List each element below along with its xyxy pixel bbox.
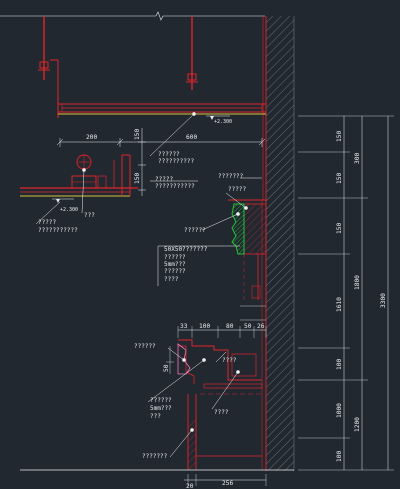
mid-dimension: 33 100 80 50 26 [177, 323, 267, 338]
dim-r-150-b: 150 [336, 173, 343, 184]
dim-r-1610: 1610 [336, 297, 343, 312]
note-9: ??? [84, 212, 95, 219]
dim-33: 33 [180, 323, 188, 330]
note-22: ??????? [142, 453, 168, 460]
wall-hatch [262, 16, 295, 471]
dim-50-left: 50 [163, 364, 170, 372]
top-dimension: 200 600 [56, 134, 266, 147]
note-3: ?????? [158, 151, 180, 158]
dim-100: 100 [199, 323, 210, 330]
dim-150-a: 150 [134, 129, 141, 140]
right-dimensions: 150 150 150 1610 100 1000 100 300 1800 1… [298, 115, 394, 471]
dim-r-1800: 1800 [354, 275, 361, 290]
ceiling-board [58, 103, 266, 115]
dim-150-b: 150 [134, 173, 141, 184]
level-text-left: +2.300 [60, 207, 78, 213]
dim-r-100-b: 100 [336, 451, 343, 462]
annotations: ????? ??????????? ?????? ?????????? ????… [38, 151, 246, 460]
note-17: ???? [222, 357, 237, 364]
dim-26: 26 [257, 323, 265, 330]
wall-lining [243, 200, 263, 470]
fixture [20, 154, 138, 197]
note-19: 5mm??? [150, 405, 172, 412]
note-16: ?????? [134, 343, 156, 350]
level-text-top: +2.300 [214, 119, 232, 125]
note-18: ?????? [150, 397, 172, 404]
dim-r-100-a: 100 [336, 359, 343, 370]
leaders [35, 112, 262, 458]
note-10: ?????? [184, 227, 206, 234]
note-8: ??????????? [155, 183, 195, 190]
lower-wall [20, 394, 294, 471]
dim-80: 80 [226, 323, 234, 330]
dim-600: 600 [186, 134, 197, 141]
dado-detail: 50 [163, 339, 263, 395]
dim-50: 50 [244, 323, 252, 330]
dim-r-3300: 3300 [380, 293, 387, 308]
break-line [0, 11, 265, 21]
note-1: ????? [38, 219, 56, 226]
note-15: ???? [164, 276, 179, 283]
note-14: ?????? [164, 268, 186, 275]
dim-20: 20 [186, 483, 194, 489]
level-mark-left: +2.300 [52, 198, 78, 213]
level-mark-top: +2.300 [206, 115, 232, 125]
dim-r-1000: 1000 [336, 403, 343, 418]
dim-r-300: 300 [354, 153, 361, 164]
note-2: ??????????? [38, 227, 78, 234]
note-5: ??????? [218, 173, 244, 180]
dim-r-150-a: 150 [336, 131, 343, 142]
break-gap [240, 305, 266, 321]
note-21: ???? [214, 409, 229, 416]
left-vertical-dims: 150 150 [134, 128, 146, 196]
note-6: ????? [228, 186, 246, 193]
note-4: ?????????? [158, 158, 195, 165]
dim-r-1200: 1200 [354, 417, 361, 432]
note-7: ????? [155, 176, 173, 183]
crown-moulding [228, 199, 267, 255]
dim-200: 200 [86, 134, 97, 141]
ceiling-hangers [38, 16, 198, 118]
dim-256: 256 [222, 480, 233, 487]
note-11: 50X50??????? [164, 246, 208, 253]
note-12: ?????? [164, 254, 186, 261]
dim-r-150-c: 150 [336, 223, 343, 234]
note-20: ??? [150, 413, 161, 420]
note-13: 5mm??? [164, 261, 186, 268]
bottom-dimension: 20 256 [184, 474, 267, 489]
